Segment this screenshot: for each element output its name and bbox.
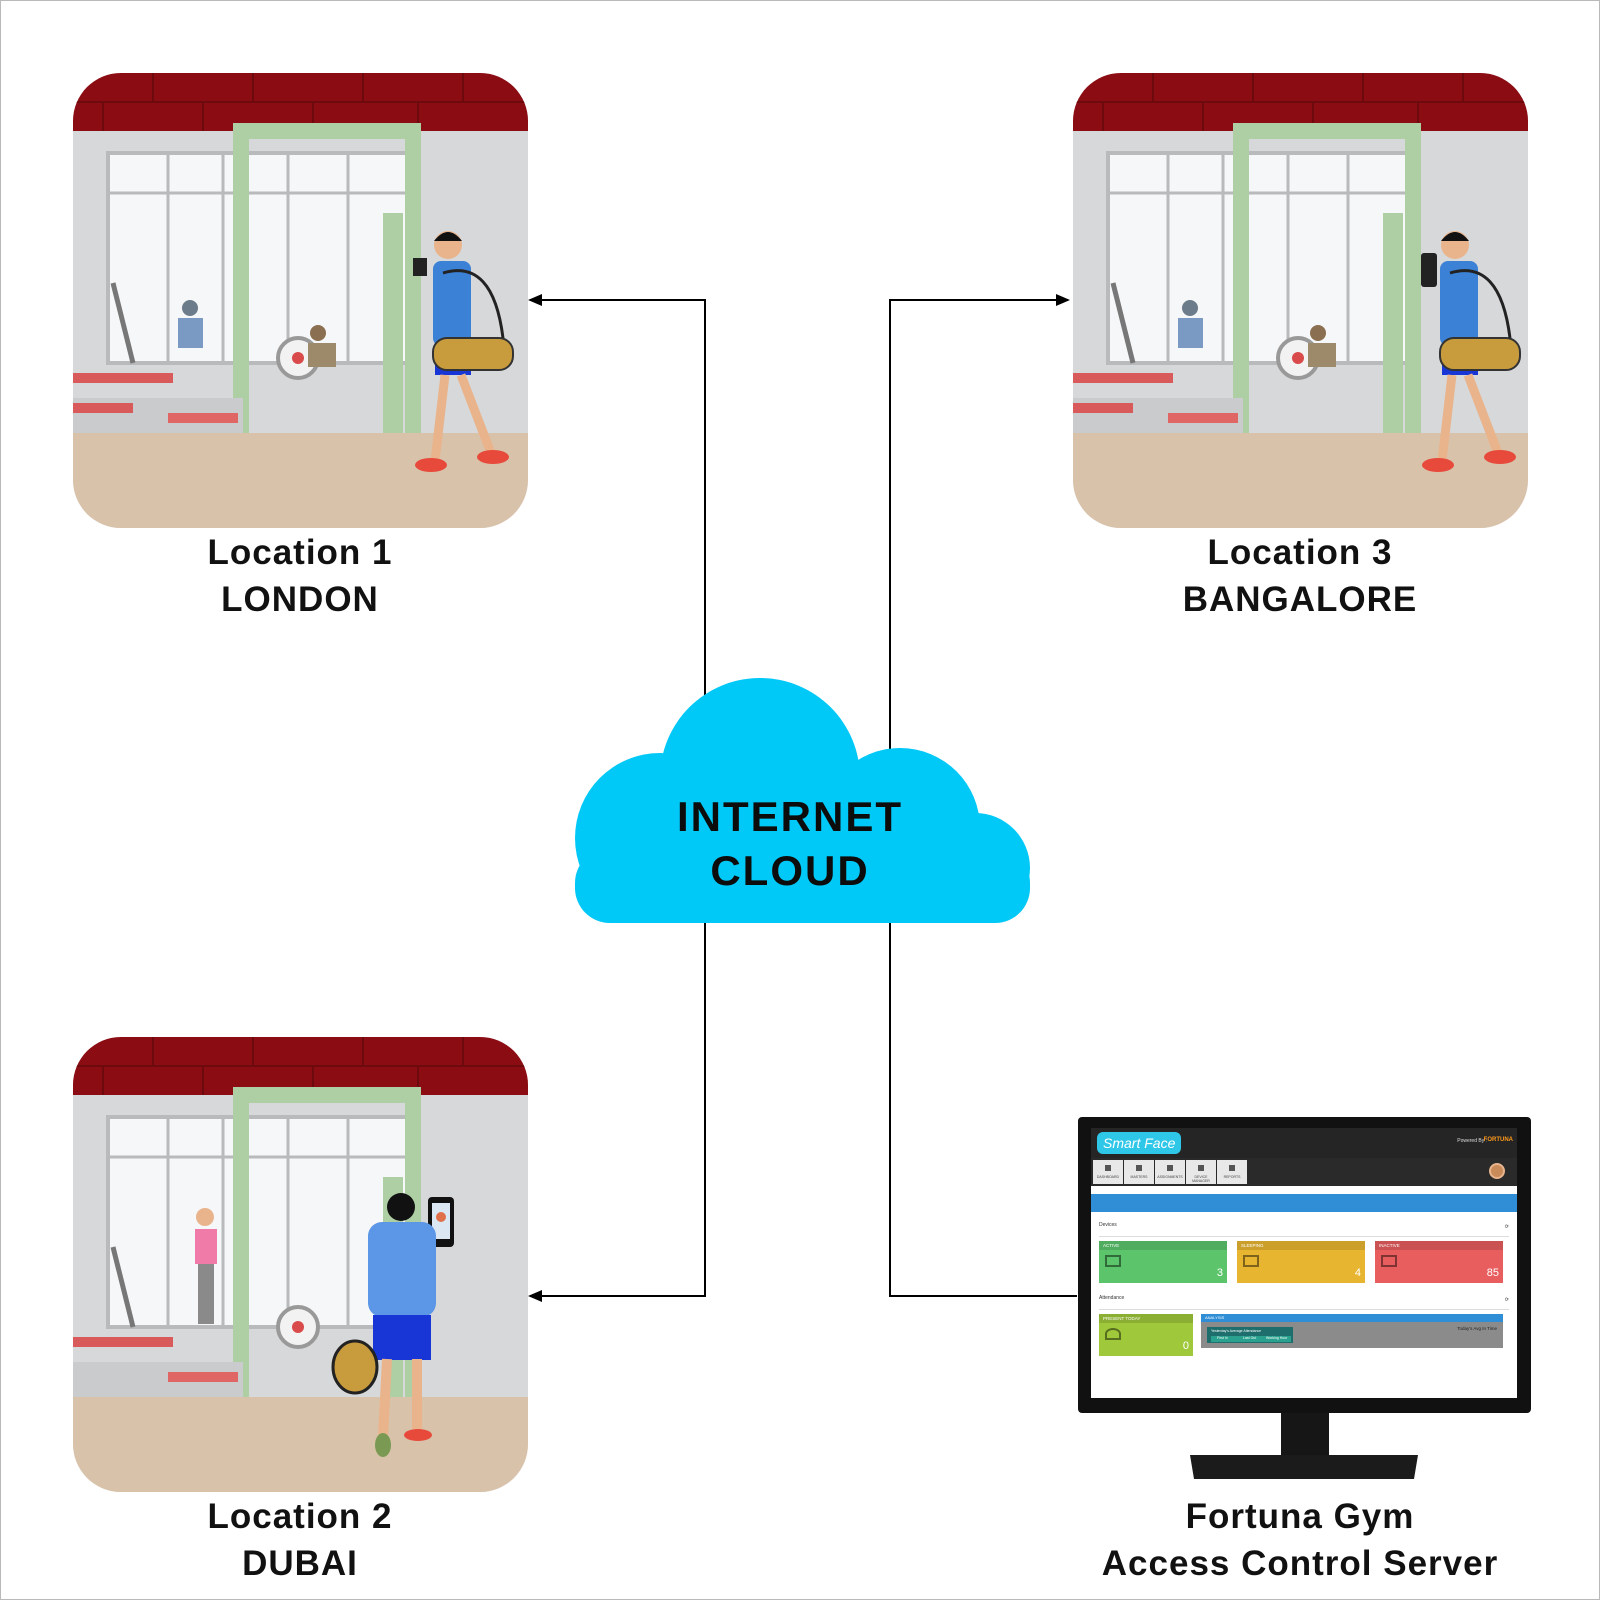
person-icon (1105, 1328, 1121, 1340)
server-dashboard-screen: Smart Face Powered By : FORTUNA DASHBOAR… (1091, 1128, 1517, 1398)
present-today-card[interactable]: PRESENT TODAY 0 (1099, 1314, 1193, 1356)
access-terminal (1421, 253, 1437, 287)
location-1-city: LONDON (221, 580, 379, 619)
internet-cloud-shape (575, 678, 1030, 923)
device-card-active[interactable]: ACTIVE 3 (1099, 1241, 1227, 1283)
nav-tab-assignments[interactable]: ASSIGNMENTS (1155, 1160, 1185, 1184)
analysis-panel: ANALYSIS Today's Avg In Time Yesterday's… (1201, 1314, 1503, 1348)
access-terminal (413, 258, 427, 276)
location-1-caption: Location 1 LONDON (100, 529, 500, 623)
cloud-line1: INTERNET (677, 793, 903, 840)
nav-tab-reports[interactable]: REPORTS (1217, 1160, 1247, 1184)
nav-tab-masters[interactable]: MASTERS (1124, 1160, 1154, 1184)
location-2-caption: Location 2 DUBAI (100, 1493, 500, 1587)
flag-icon (1229, 1165, 1235, 1171)
refresh-icon[interactable]: ⟳ (1504, 1297, 1509, 1303)
nav-tab-device-manager[interactable]: DEVICE MANAGER (1186, 1160, 1216, 1184)
internet-cloud-label: INTERNET CLOUD (620, 790, 960, 898)
analysis-summary: Yesterday's Average Attendance First In … (1207, 1327, 1293, 1343)
attendance-cards: PRESENT TODAY 0 ANALYSIS Today's Avg In … (1099, 1314, 1509, 1358)
refresh-icon[interactable]: ⟳ (1504, 1224, 1509, 1230)
device-card-inactive[interactable]: INACTIVE 85 (1375, 1241, 1503, 1283)
location-2-city: DUBAI (242, 1544, 358, 1583)
home-icon (1105, 1165, 1111, 1171)
gym-scene-bangalore (1073, 73, 1528, 528)
device-card-sleeping[interactable]: SLEEPING 4 (1237, 1241, 1365, 1283)
monitor-icon (1105, 1255, 1121, 1267)
dashboard-nav: DASHBOARD MASTERS ASSIGNMENTS DEVICE MAN… (1091, 1158, 1517, 1186)
link-cloud-to-london (528, 294, 706, 695)
link-cloud-to-server (889, 918, 1077, 1297)
devices-section-header: Devices ⟳ (1099, 1222, 1509, 1237)
location-3-caption: Location 3 BANGALORE (1100, 529, 1500, 623)
user-avatar[interactable] (1489, 1163, 1505, 1179)
powered-by-brand: FORTUNA (1483, 1137, 1513, 1143)
list-icon (1136, 1165, 1142, 1171)
location-3-label: Location 3 (1207, 533, 1393, 572)
shuffle-icon (1167, 1165, 1173, 1171)
dashboard-header: Smart Face Powered By : FORTUNA (1091, 1128, 1517, 1158)
cloud-line2: CLOUD (710, 847, 870, 894)
server-caption-line1: Fortuna Gym (1185, 1497, 1415, 1536)
link-cloud-to-dubai (528, 918, 706, 1302)
nav-tab-dashboard[interactable]: DASHBOARD (1093, 1160, 1123, 1184)
dashboard-banner (1091, 1194, 1517, 1212)
gym-scene-dubai (73, 1037, 528, 1492)
monitor-icon (1243, 1255, 1259, 1267)
link-cloud-to-bangalore (889, 294, 1070, 755)
monitor-icon (1198, 1165, 1204, 1171)
attendance-section-header: Attendance ⟳ (1099, 1295, 1509, 1310)
location-2-label: Location 2 (207, 1497, 393, 1536)
gym-scene-london (73, 73, 528, 528)
server-caption: Fortuna Gym Access Control Server (1040, 1493, 1560, 1587)
server-caption-line2: Access Control Server (1101, 1544, 1499, 1583)
device-cards: ACTIVE 3 SLEEPING 4 INACTIVE 85 (1099, 1241, 1509, 1285)
location-1-label: Location 1 (207, 533, 393, 572)
location-3-city: BANGALORE (1182, 580, 1418, 619)
smart-face-logo: Smart Face (1097, 1132, 1182, 1154)
powered-by-label: Powered By : (1457, 1138, 1487, 1144)
monitor-icon (1381, 1255, 1397, 1267)
